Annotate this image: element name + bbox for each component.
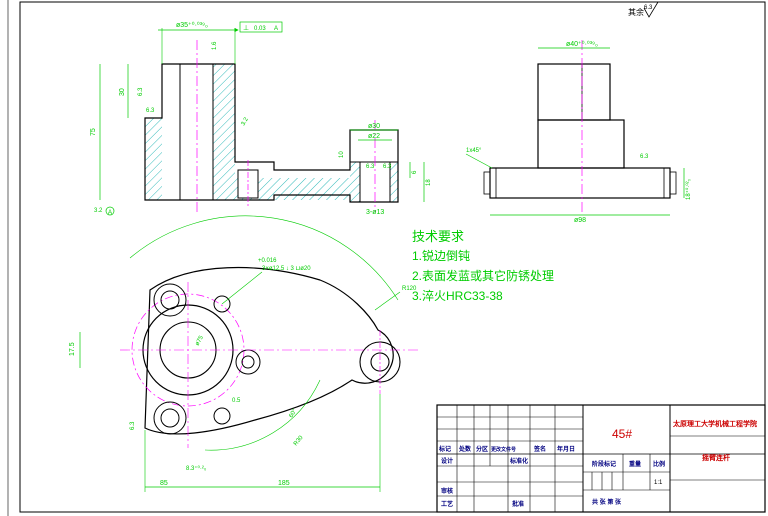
bolt-circle [131,293,245,407]
hdr-date: 年月日 [557,445,575,453]
tolerance-frame [239,21,283,33]
dim-r120: R120 [402,286,417,292]
side-base-dia: ø98 [574,217,586,224]
title-block: 45# 太原理工大学机械工程学院 摇臂连杆 标记 处数 分区 更改文件号 签名 … [436,404,766,513]
technical-requirements: 技术要求 1.锐边倒钝 2.表面发蓝或其它防锈处理 3.淬火HRC33-38 [412,229,554,303]
r120-leader [374,291,401,311]
part-name: 摇臂连杆 [702,453,730,462]
arc-r120 [129,215,399,301]
small-boss-wall-right [390,162,398,202]
dim-hole-spec: 3-ø13 [366,209,384,216]
hdr-change: 更改文件号 [491,446,516,453]
hdr-mark: 标记 [438,445,451,453]
side-thickness: 18⁺⁰·⁰²₀ [685,178,692,200]
dim-small-boss-dia: ø30 [368,123,380,130]
tol-datum: A [274,26,278,32]
side-boss [537,63,611,121]
stage-label: 阶段标记 [592,460,616,468]
arc-r30 [204,379,321,451]
bolt-hole-1 [213,295,231,313]
side-rough: 6.3 [640,154,649,160]
roughness-note-label: 其余 [628,7,644,17]
requirement-1: 1.锐边倒钝 [412,249,470,263]
side-chamfer-leader [465,153,493,169]
hdr-count: 处数 [458,445,472,453]
bolt-hole-2-inner [241,355,255,369]
dim-r30: R30 [293,434,305,447]
lug-hole-top-inner [160,290,180,310]
dim-17-5: 17.5 [69,342,76,356]
scale-value: 1:1 [654,480,663,486]
requirement-3: 3.淬火HRC33-38 [412,288,503,303]
side-body [537,119,625,169]
boss-wall-right [213,64,235,200]
rough-right: 3.2 [241,116,251,127]
front-section-view: ø35⁺⁰·⁰³⁹₀ ⊥ 0.03 A 1.6 75 30 6.3 6.3 3.… [90,21,432,216]
dim-boss-dia: ø35⁺⁰·⁰³⁹₀ [176,21,208,29]
bolt-hole-3 [213,407,231,425]
datum-letter: A [108,210,112,216]
dim-6: 6 [412,170,418,174]
dim-75: 75 [90,128,97,136]
weight-label: 重量 [629,460,641,468]
title-block-frame [436,404,766,513]
scale-label: 比例 [653,460,665,468]
rough-top-view: 6.3 [130,421,136,430]
dim-hole-callout: 3×ø12.5 ↓ 3 ⊔ø20 [262,266,311,272]
dim-tol-dia: +0.016 [258,258,277,264]
callout-leader [221,271,263,305]
dim-circle-dia: ø75 [195,334,206,347]
dim-185: 185 [278,480,290,487]
rough-small-r: 6.3 [383,164,392,170]
dim-05: 0.5 [232,398,241,404]
lug-hole-top-outer [153,283,187,317]
material-label: 45# [612,427,632,441]
small-boss-wall-left [350,162,360,202]
dim-counterbore-dia: ø22 [368,133,380,140]
dim-18: 18 [426,179,432,186]
dim-8-3: 8.3⁺⁰·²₀ [186,465,207,472]
roughness-note-value: 6.3 [644,5,653,11]
side-lug-left [483,171,491,195]
arm-outline [144,266,394,435]
requirements-title: 技术要求 [412,229,464,244]
datum-symbol [105,206,115,216]
side-lug-right [669,171,677,195]
side-top-dia: ø40⁺⁰·⁰³⁹₀ [566,40,598,48]
side-base [489,167,671,199]
row-standard: 标准化 [509,457,528,465]
hdr-sign: 签名 [533,445,546,453]
top-view: +0.016 3×ø12.5 ↓ 3 ⊔ø20 R120 ø75 17.5 0.… [69,215,420,492]
rough-step: 6.3 [146,108,155,114]
row-process: 工艺 [441,500,453,508]
lug-hole-bot-inner [160,408,180,428]
rough-top: 1.6 [212,41,218,50]
sheet-count: 共 张 第 张 [592,498,622,506]
row-design: 设计 [441,457,453,465]
rough-bottom: 3.2 [94,208,103,214]
tol-symbol: ⊥ [243,25,249,32]
rough-left: 6.3 [138,87,144,96]
tol-value: 0.03 [254,26,266,32]
requirement-2: 2.表面发蓝或其它防锈处理 [412,268,554,283]
rough-small: 6.3 [366,164,375,170]
hdr-zone: 分区 [476,445,488,453]
lug-hole-bot-outer [153,401,187,435]
school-name: 太原理工大学机械工程学院 [673,419,757,428]
sheet-border [19,1,766,513]
boss-wall-left [145,118,162,200]
dim-angle-60: 60° [289,408,299,419]
dim-30: 30 [119,88,126,96]
front-outline [144,63,399,203]
row-approve: 批准 [512,500,524,508]
side-view: ø40⁺⁰·⁰³⁹₀ 1x45° 6.3 ø98 18⁺⁰·⁰²₀ [465,40,692,224]
side-chamfer: 1x45° [466,148,482,154]
roughness-note: 其余 6.3 [628,1,659,18]
bolt-hole-2 [235,349,261,375]
dim-10: 10 [339,151,345,158]
row-review: 审核 [441,487,453,495]
dim-85: 85 [160,480,168,487]
